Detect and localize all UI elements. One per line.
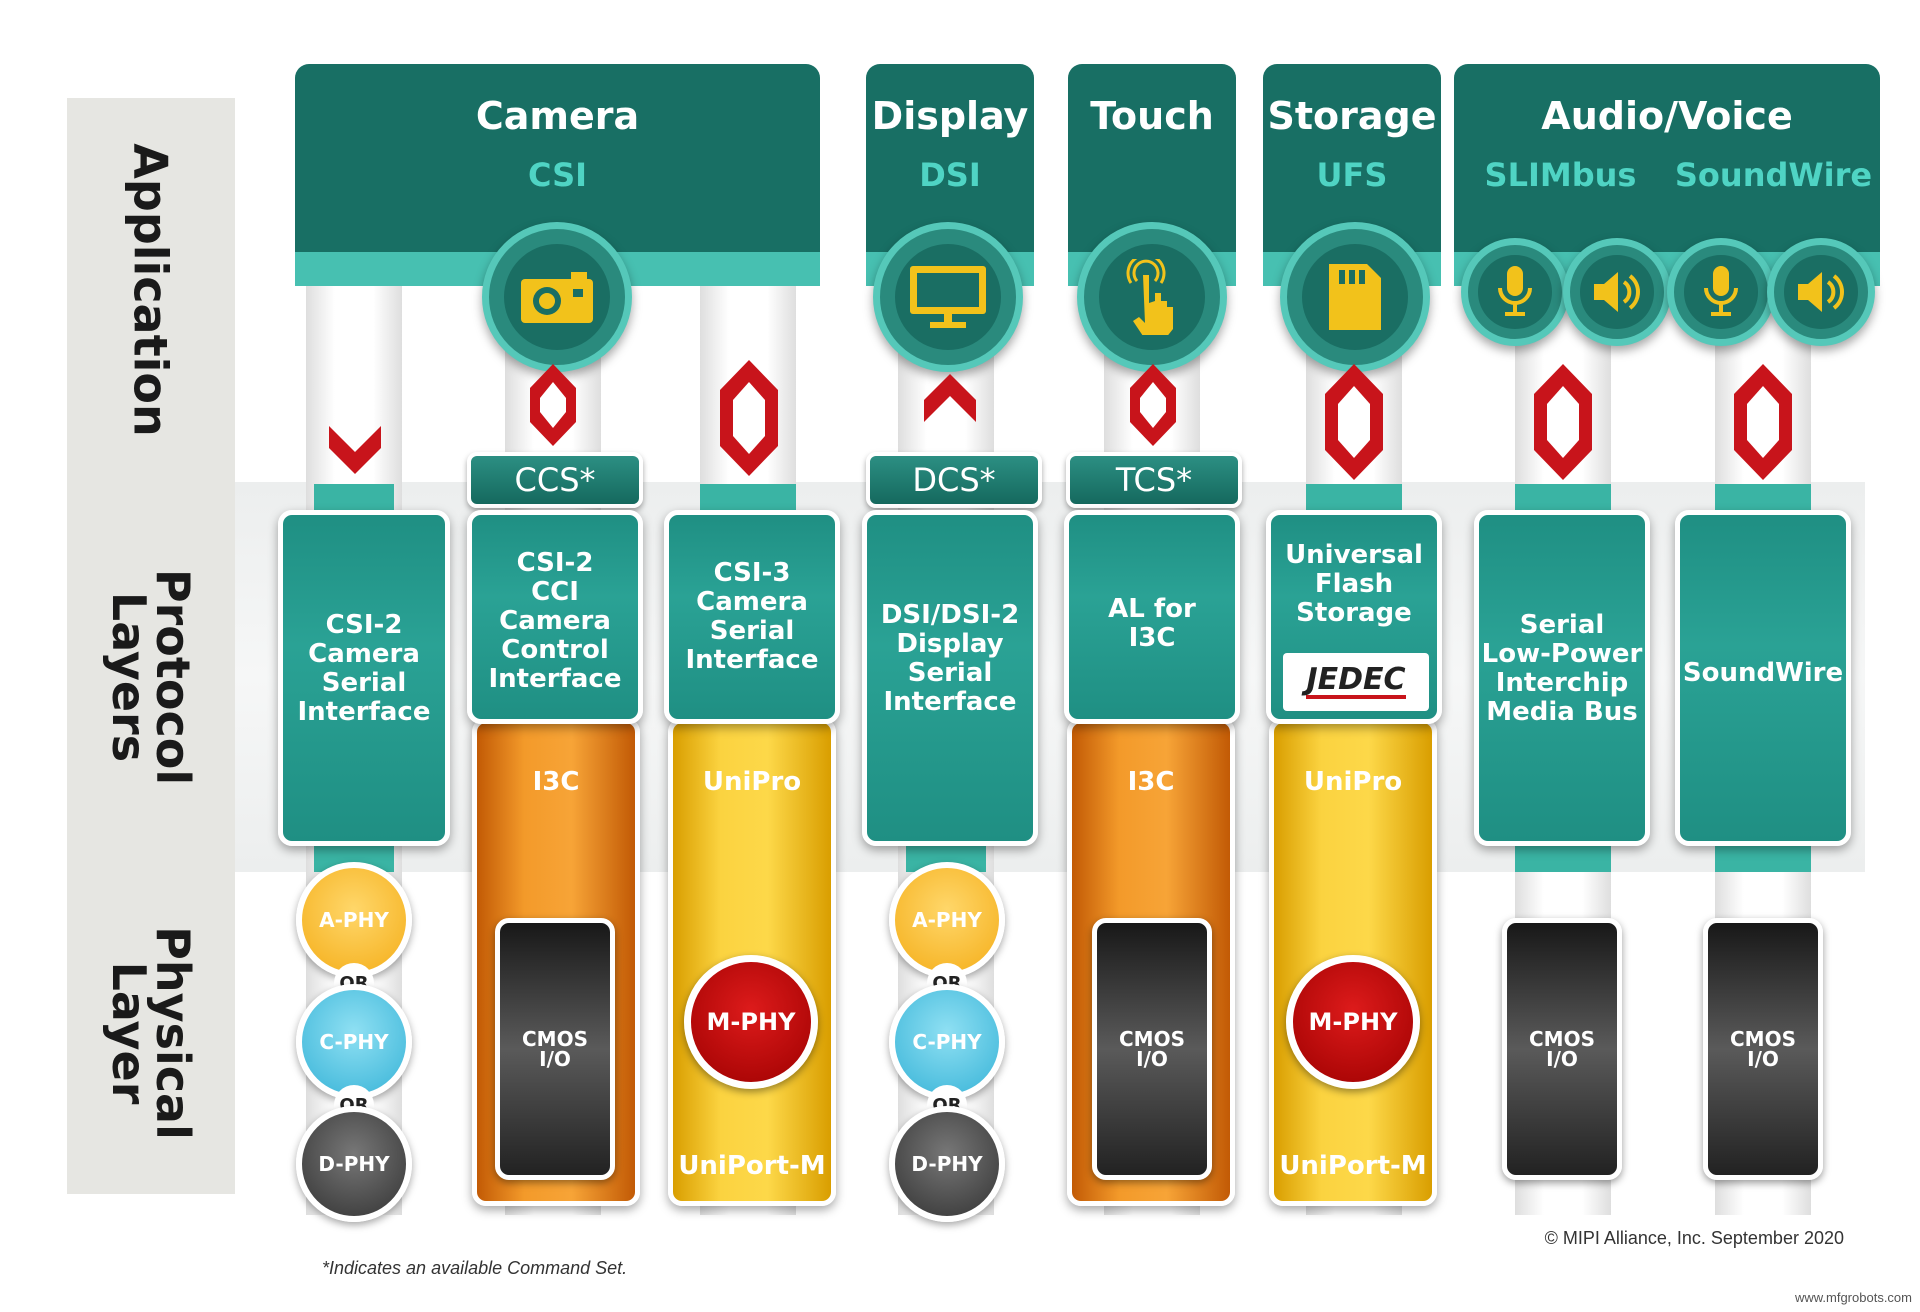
up-arrow-icon	[924, 374, 976, 422]
connector	[1515, 484, 1611, 510]
application-layer-label: Application	[67, 98, 235, 482]
bidirectional-arrow-icon	[720, 360, 778, 476]
a-phy-circle: A-PHY	[889, 862, 1005, 978]
protocol-csi2-cci-text: CSI-2 CCI Camera Control Interface	[488, 548, 622, 694]
protocol-soundwire: SoundWire	[1675, 510, 1851, 846]
i3c-label: I3C	[1127, 767, 1175, 797]
sd-card-icon	[1328, 263, 1381, 330]
connector	[1515, 846, 1611, 872]
jedec-logo-text: JEDEC	[1306, 662, 1406, 699]
connector	[1715, 846, 1811, 872]
protocol-csi3: CSI-3 Camera Serial Interface	[664, 510, 840, 724]
connector	[314, 484, 394, 510]
d-phy-circle: D-PHY	[889, 1106, 1005, 1222]
protocol-soundwire-text: SoundWire	[1682, 658, 1844, 688]
storage-circle	[1280, 222, 1430, 372]
slimbus-speaker-circle	[1563, 238, 1671, 346]
down-arrow-icon	[329, 426, 381, 474]
protocol-slimbus: Serial Low-Power Interchip Media Bus	[1474, 510, 1650, 846]
footnote: *Indicates an available Command Set.	[322, 1258, 628, 1278]
bidirectional-arrow-icon	[1325, 364, 1383, 480]
header-sub-csi: CSI	[527, 156, 588, 194]
copyright: © MIPI Alliance, Inc. September 2020	[1544, 1228, 1844, 1248]
cmos-io-touch: CMOS I/O	[1092, 918, 1212, 1180]
uniport-label: UniPort-M	[678, 1151, 826, 1181]
m-phy-circle-storage: M-PHY	[1286, 955, 1420, 1089]
command-set-ccs: CCS*	[467, 452, 643, 508]
application-layer-text: Application	[124, 143, 179, 437]
unipro-strip-storage: UniPro UniPort-M	[1269, 718, 1437, 1206]
header-title-display: Display	[871, 94, 1029, 138]
watermark: www.mfgrobots.com	[1794, 1290, 1912, 1305]
connector	[1306, 484, 1402, 510]
slimbus-mic-circle	[1461, 238, 1569, 346]
bidirectional-arrow-icon	[1734, 364, 1792, 480]
command-set-tcs: TCS*	[1066, 452, 1242, 508]
cmos-io-label: CMOS I/O	[1529, 1027, 1595, 1071]
bidirectional-arrow-icon	[1534, 364, 1592, 480]
jedec-logo: JEDEC	[1283, 653, 1429, 711]
i3c-label: I3C	[532, 767, 580, 797]
cmos-io-label: CMOS I/O	[522, 1027, 588, 1071]
physical-layer-label: Physical Layer	[67, 872, 235, 1194]
a-phy-circle: A-PHY	[296, 862, 412, 978]
cmos-io-label: CMOS I/O	[1730, 1027, 1796, 1071]
c-phy-circle: C-PHY	[296, 984, 412, 1100]
header-title-camera: Camera	[475, 94, 640, 138]
header-sub-slimbus: SLIMbus	[1484, 156, 1637, 194]
header-sub-soundwire: SoundWire	[1674, 156, 1873, 194]
bidirectional-arrow-icon	[530, 364, 576, 446]
protocol-slimbus-text: Serial Low-Power Interchip Media Bus	[1481, 610, 1643, 727]
soundwire-mic-circle	[1667, 238, 1775, 346]
protocol-layer-text: Protocol Layers	[102, 568, 201, 786]
bidirectional-arrow-icon	[1130, 364, 1176, 446]
display-circle	[873, 222, 1023, 372]
unipro-label: UniPro	[1303, 767, 1403, 797]
protocol-dsi: DSI/DSI-2 Display Serial Interface	[862, 510, 1038, 846]
speaker-icon	[1798, 272, 1844, 312]
protocol-al-i3c-text: AL for I3C	[1108, 594, 1196, 653]
touch-circle	[1077, 222, 1227, 372]
protocol-csi2: CSI-2 Camera Serial Interface	[278, 510, 450, 846]
protocol-ufs: Universal Flash Storage JEDEC	[1266, 510, 1442, 724]
c-phy-circle: C-PHY	[889, 984, 1005, 1100]
cmos-io-camera: CMOS I/O	[495, 918, 615, 1180]
d-phy-circle: D-PHY	[296, 1106, 412, 1222]
speaker-icon	[1594, 272, 1640, 312]
protocol-csi2-text: CSI-2 Camera Serial Interface	[297, 610, 431, 727]
header-sub-dsi: DSI	[919, 156, 981, 194]
protocol-ufs-text: Universal Flash Storage	[1285, 540, 1423, 628]
microphone-icon	[1498, 266, 1532, 316]
unipro-label: UniPro	[702, 767, 802, 797]
physical-layer-text: Physical Layer	[102, 926, 201, 1140]
connector	[1715, 484, 1811, 510]
m-phy-circle-camera: M-PHY	[684, 955, 818, 1089]
uniport-label: UniPort-M	[1279, 1151, 1427, 1181]
microphone-icon	[1704, 266, 1738, 316]
camera-icon	[520, 271, 593, 323]
header-title-storage: Storage	[1267, 94, 1437, 138]
touch-hand-icon	[1126, 258, 1173, 335]
camera-circle	[482, 222, 632, 372]
protocol-csi3-text: CSI-3 Camera Serial Interface	[685, 558, 819, 675]
protocol-layer-label: Protocol Layers	[67, 482, 235, 872]
cmos-io-slimbus: CMOS I/O	[1502, 918, 1622, 1180]
soundwire-speaker-circle	[1767, 238, 1875, 346]
cmos-io-soundwire: CMOS I/O	[1703, 918, 1823, 1180]
connector	[700, 484, 796, 510]
header-title-audio: Audio/Voice	[1541, 94, 1793, 138]
command-set-dcs: DCS*	[866, 452, 1042, 508]
monitor-icon	[909, 265, 986, 328]
header-sub-ufs: UFS	[1316, 156, 1388, 194]
protocol-al-i3c: AL for I3C	[1064, 510, 1240, 724]
protocol-dsi-text: DSI/DSI-2 Display Serial Interface	[880, 600, 1020, 717]
cmos-io-label: CMOS I/O	[1119, 1027, 1185, 1071]
protocol-csi2-cci: CSI-2 CCI Camera Control Interface	[467, 510, 643, 724]
header-title-touch: Touch	[1090, 94, 1214, 138]
